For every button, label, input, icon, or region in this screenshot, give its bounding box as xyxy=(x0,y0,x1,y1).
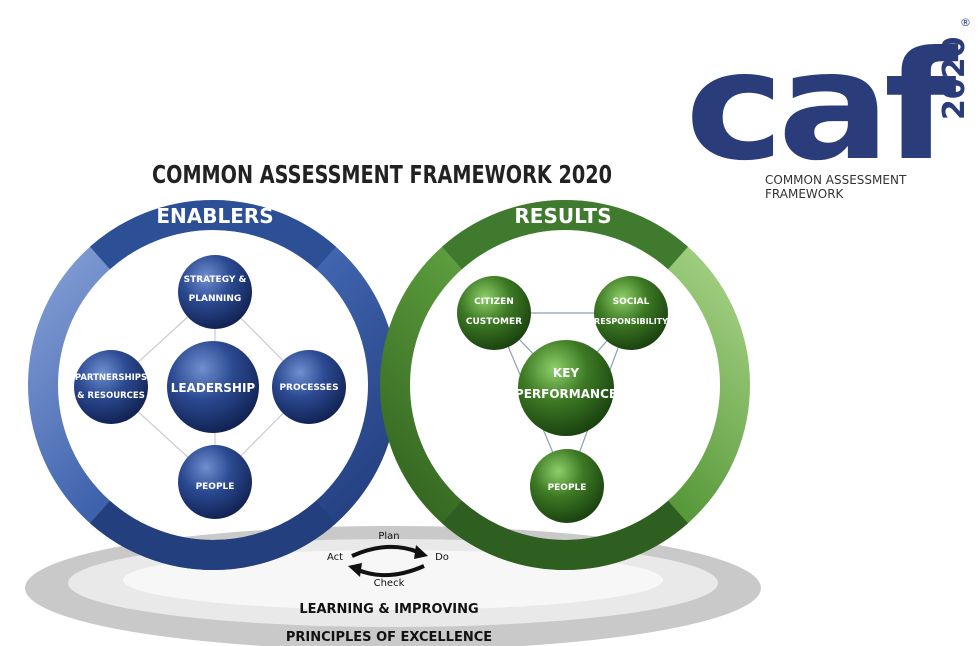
pdca-do: Do xyxy=(435,552,449,563)
pdca-arrowhead-bottom-icon xyxy=(348,563,362,577)
key-label-line1: KEY xyxy=(553,366,579,380)
logo-line2: FRAMEWORK xyxy=(765,187,845,201)
pdca-arrow-bottom-icon xyxy=(357,564,425,578)
partnerships-label-line2: & RESOURCES xyxy=(77,391,145,401)
logo-line1: COMMON ASSESSMENT xyxy=(765,173,907,187)
social-label-line2: RESPONSIBILITY xyxy=(594,317,668,326)
strategy-label-line2: PLANNING xyxy=(189,294,242,304)
pdca-cycle: Plan Do Check Act xyxy=(327,531,449,589)
pdca-arrow-top-icon xyxy=(351,544,419,558)
key-performance-ball xyxy=(518,340,614,436)
partnerships-resources-ball xyxy=(74,350,148,424)
pdca-arrowhead-top-icon xyxy=(414,545,428,559)
leadership-label: LEADERSHIP xyxy=(171,381,256,395)
enablers-criteria xyxy=(74,255,346,519)
learning-improving-label: LEARNING & IMPROVING xyxy=(299,602,478,617)
results-criteria xyxy=(457,276,668,523)
citizen-customer-ball xyxy=(457,276,531,350)
diagram-title: COMMON ASSESSMENT FRAMEWORK 2020 xyxy=(152,160,612,189)
citizen-label-line1: CITIZEN xyxy=(474,297,514,307)
processes-ball xyxy=(272,350,346,424)
partnerships-label-line1: PARTNERSHIPS xyxy=(75,373,147,383)
results-ring xyxy=(380,200,750,570)
processes-label: PROCESSES xyxy=(279,383,338,393)
results-people-label: PEOPLE xyxy=(548,483,587,493)
enablers-people-ball xyxy=(178,445,252,519)
enablers-people-label: PEOPLE xyxy=(196,482,235,492)
strategy-label-line1: STRATEGY & xyxy=(184,275,247,285)
leadership-ball xyxy=(167,341,259,433)
pdca-check: Check xyxy=(374,578,405,589)
enablers-heading: ENABLERS xyxy=(156,204,273,228)
results-people-ball xyxy=(530,449,604,523)
logo-wordmark: caf xyxy=(685,20,959,194)
principles-label: PRINCIPLES OF EXCELLENCE xyxy=(286,630,492,645)
key-label-line2: PERFORMANCE xyxy=(515,387,617,401)
citizen-label-line2: CUSTOMER xyxy=(466,317,522,327)
strategy-planning-ball xyxy=(178,255,252,329)
results-heading: RESULTS xyxy=(514,204,611,228)
social-label-line1: SOCIAL xyxy=(613,297,650,307)
logo-registered-mark: ® xyxy=(960,16,971,29)
logo-year: 2020 xyxy=(937,37,972,121)
social-responsibility-ball xyxy=(594,276,668,350)
pdca-plan: Plan xyxy=(378,531,399,542)
pdca-act: Act xyxy=(327,552,343,563)
caf-2020-logo: caf 2020 ® COMMON ASSESSMENT FRAMEWORK xyxy=(685,16,972,201)
